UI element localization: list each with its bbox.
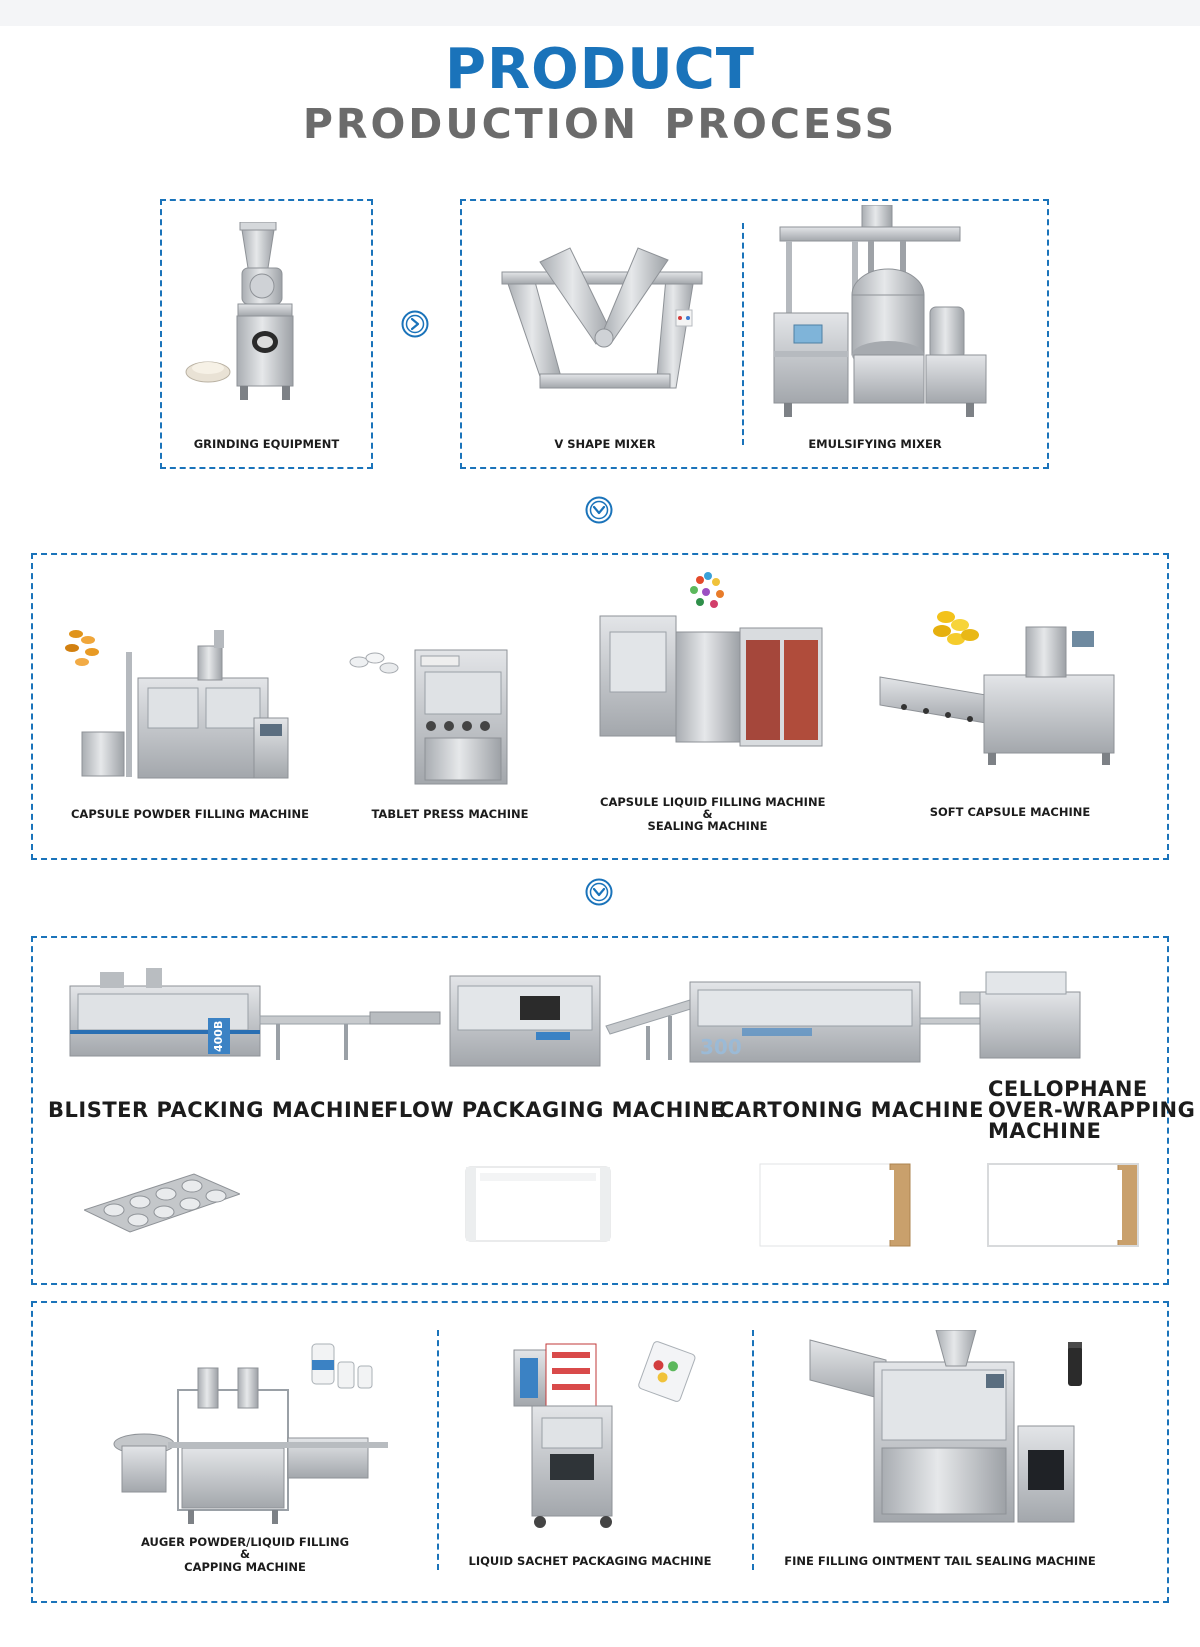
cellophane-label-2: OVER-WRAPPING [988,1098,1196,1122]
cartoning-label: CARTONING MACHINE [719,1098,984,1122]
cellophane-label-3: MACHINE [988,1119,1102,1143]
capsule-liquid-filling-label-1: CAPSULE LIQUID FILLING MACHINE [600,795,826,809]
capsule-liquid-filling-image [599,572,823,747]
liquid-sachet-image [513,1341,696,1528]
top-bar [0,0,1200,26]
soft-capsule-image [879,611,1115,765]
capsule-liquid-filling-label-2: & [702,807,713,821]
page-title: PRODUCT [444,37,756,102]
v-shape-mixer-image [501,247,703,389]
auger-filling-label-1: AUGER POWDER/LIQUID FILLING [140,1535,350,1549]
stage4-box [31,1301,1169,1603]
auger-filling-label-2: & [239,1547,251,1561]
stage4-divider-2 [752,1330,754,1570]
blister-machine-mark: 400B [212,1021,225,1052]
overwrapped-box-image [987,1163,1139,1247]
capsule-liquid-filling-label-3: SEALING MACHINE [647,819,768,833]
stage4-divider-1 [437,1330,439,1570]
cellophane-label-1: CELLOPHANE [988,1077,1148,1101]
grinding-machine-image [185,222,294,400]
blister-packing-label: BLISTER PACKING MACHINE [48,1098,386,1122]
cartoning-machine-mark: 300 [700,1035,742,1059]
flow-pack-image [465,1166,611,1242]
tablet-press-image [349,649,508,785]
ointment-filling-image [809,1330,1082,1523]
soft-capsule-label: SOFT CAPSULE MACHINE [929,805,1091,819]
chevron-right-circle-icon [401,310,429,338]
capsule-powder-filling-label: CAPSULE POWDER FILLING MACHINE [70,807,310,821]
liquid-sachet-label: LIQUID SACHET PACKAGING MACHINE [468,1554,712,1568]
ointment-filling-label: FINE FILLING OINTMENT TAIL SEALING MACHI… [784,1554,1096,1568]
stage1-divider [742,223,744,445]
stage2-box [31,553,1169,860]
chevron-down-circle-icon [585,878,613,906]
emulsifying-mixer-image [773,205,987,417]
blister-pack-image [84,1173,240,1233]
emulsifying-mixer-label: EMULSIFYING MIXER [808,437,942,451]
auger-filling-image [113,1343,388,1524]
chevron-down-circle-icon [585,496,613,524]
flow-packaging-label: FLOW PACKAGING MACHINE [384,1098,726,1122]
stage3-box [31,936,1169,1285]
packaging-line-image: 400B 300 [69,968,1081,1067]
stage1-grinding-box [160,199,373,469]
stage1-mixing-box [460,199,1049,469]
tablet-press-label: TABLET PRESS MACHINE [371,807,529,821]
grinding-equipment-label: GRINDING EQUIPMENT [193,437,340,451]
capsule-powder-filling-image [65,630,289,779]
v-shape-mixer-label: V SHAPE MIXER [554,437,656,451]
carton-box-image [759,1163,911,1247]
page-subtitle: PRODUCTION PROCESS [302,100,898,148]
auger-filling-label-3: CAPPING MACHINE [184,1560,306,1574]
